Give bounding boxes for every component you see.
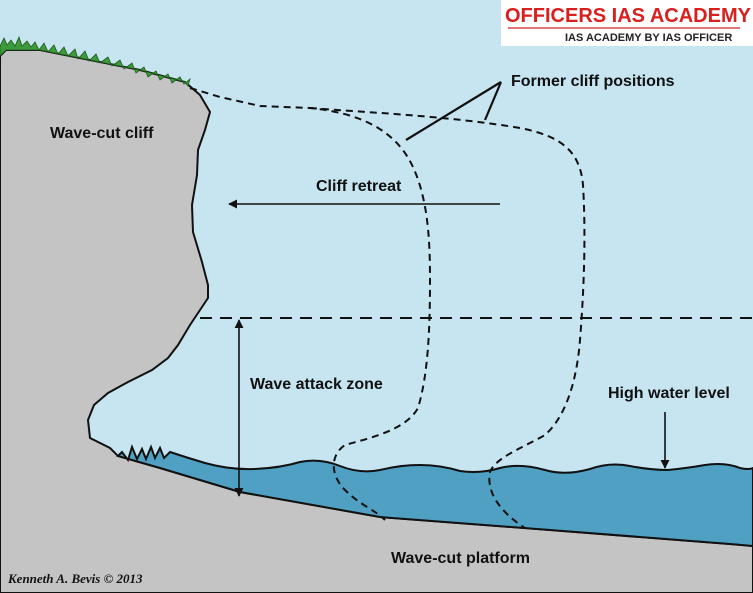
grass xyxy=(0,35,191,87)
label-cliff-retreat: Cliff retreat xyxy=(316,178,402,195)
credit-text: Kenneth A. Bevis © 2013 xyxy=(7,571,143,586)
former-cliff-line-1 xyxy=(189,87,432,521)
former-cliff-leader-1 xyxy=(405,81,502,141)
former-cliff-leader-2 xyxy=(483,81,503,121)
label-high-water-level: High water level xyxy=(608,385,730,402)
watermark-subtitle: IAS ACADEMY BY IAS OFFICER xyxy=(565,32,732,44)
watermark-title: OFFICERS IAS ACADEMY xyxy=(505,5,752,27)
label-former-cliff-positions: Former cliff positions xyxy=(511,73,675,90)
former-cliff-line-2 xyxy=(309,107,586,529)
label-wave-attack-zone: Wave attack zone xyxy=(250,376,383,393)
label-wave-cut-platform: Wave-cut platform xyxy=(391,550,530,567)
label-wave-cut-cliff: Wave-cut cliff xyxy=(50,125,154,142)
watermark-box xyxy=(501,0,753,46)
